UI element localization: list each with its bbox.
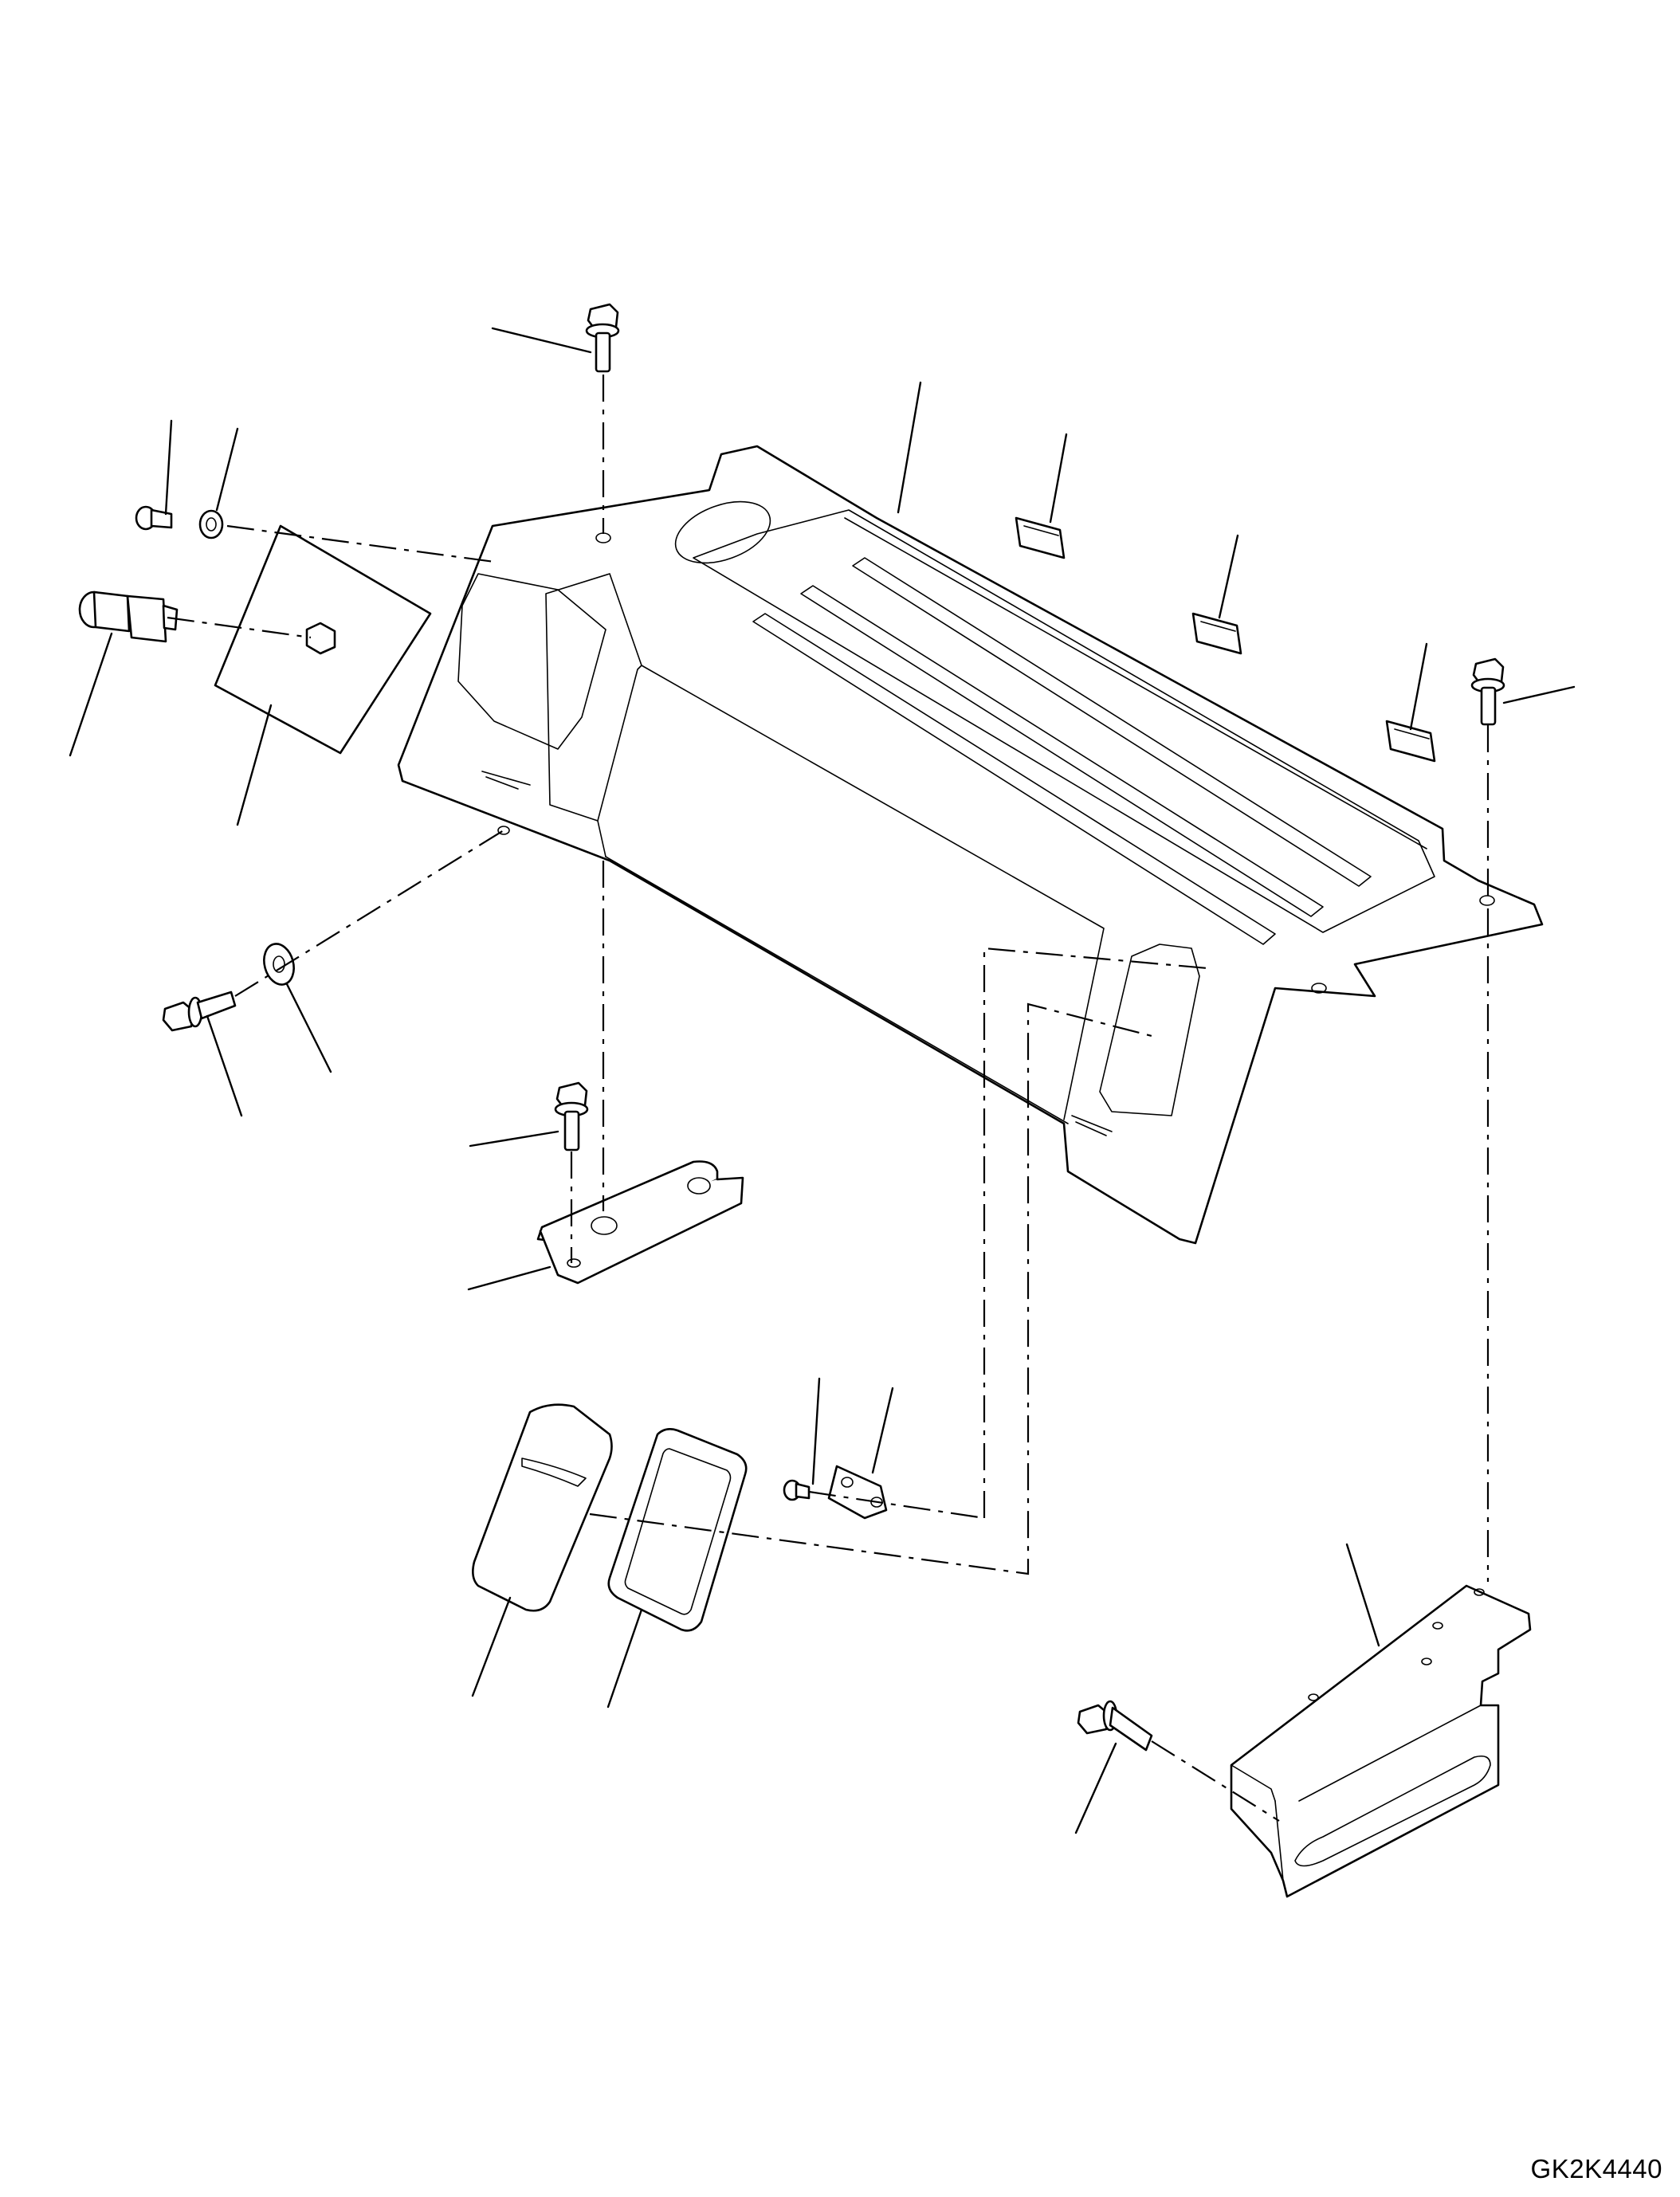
tab-bracket-part bbox=[827, 1465, 888, 1520]
washer-small-part bbox=[198, 509, 224, 539]
bracket-part bbox=[1230, 1584, 1532, 1898]
cover-plate-part bbox=[214, 524, 432, 755]
seal-part bbox=[607, 1428, 748, 1632]
washer-left-part bbox=[263, 943, 295, 986]
screw-bracket-part bbox=[783, 1479, 811, 1501]
clip-1-part bbox=[1015, 516, 1066, 559]
cover-lid-part bbox=[472, 1403, 613, 1612]
panel-part bbox=[397, 445, 1544, 1245]
drawing-code-label: GK2K4440 bbox=[1530, 2154, 1662, 2183]
assembly-centerlines bbox=[167, 375, 1490, 1822]
callout-leaders bbox=[69, 327, 1576, 1834]
bolt-top-part bbox=[585, 303, 620, 373]
bolt-mid-part bbox=[554, 1081, 589, 1151]
switch-part bbox=[78, 590, 179, 643]
bolt-left-part bbox=[162, 991, 237, 1032]
clip-2-part bbox=[1191, 612, 1242, 655]
bolt-bracket-part bbox=[1077, 1700, 1153, 1752]
clip-3-part bbox=[1385, 720, 1436, 763]
screw-small-part bbox=[135, 505, 173, 531]
plate-part bbox=[536, 1160, 744, 1285]
bolt-right-part bbox=[1470, 657, 1505, 726]
